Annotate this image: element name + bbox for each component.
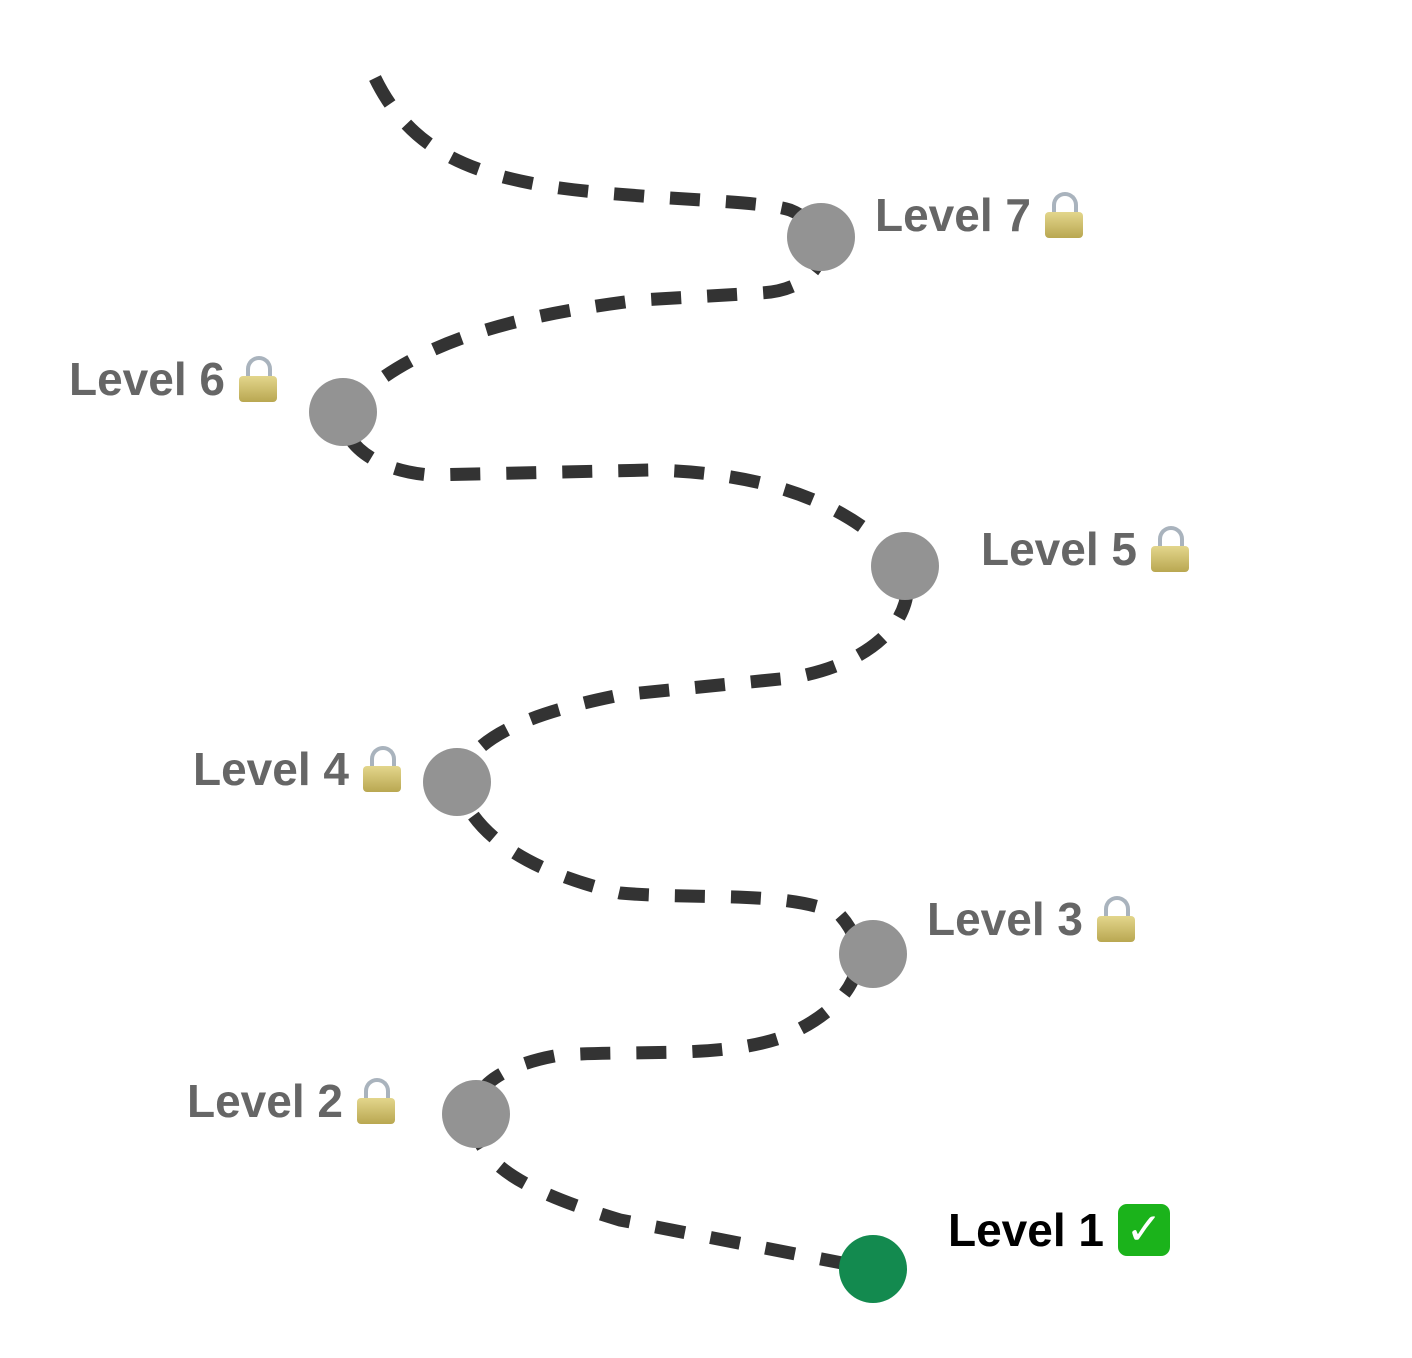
- lock-icon: [1151, 526, 1189, 572]
- level-1-label[interactable]: Level 1 ✓: [948, 1204, 1170, 1256]
- level-1-text: Level 1: [948, 1204, 1104, 1256]
- lock-icon: [363, 746, 401, 792]
- level-5-text: Level 5: [981, 523, 1137, 575]
- level-3-label[interactable]: Level 3: [927, 896, 1135, 942]
- level-2-node[interactable]: [442, 1080, 510, 1148]
- level-7-label[interactable]: Level 7: [875, 192, 1083, 238]
- level-5-label[interactable]: Level 5: [981, 526, 1189, 572]
- level-5-node[interactable]: [871, 532, 939, 600]
- level-6-text: Level 6: [69, 353, 225, 405]
- lock-icon: [239, 356, 277, 402]
- level-6-label[interactable]: Level 6: [69, 356, 277, 402]
- check-mark-icon: ✓: [1118, 1204, 1170, 1256]
- lock-icon: [357, 1078, 395, 1124]
- level-4-label[interactable]: Level 4: [193, 746, 401, 792]
- level-7-text: Level 7: [875, 189, 1031, 241]
- level-path: [336, 75, 915, 1276]
- level-3-node[interactable]: [839, 920, 907, 988]
- level-2-label[interactable]: Level 2: [187, 1078, 395, 1124]
- level-7-node[interactable]: [787, 203, 855, 271]
- lock-icon: [1097, 896, 1135, 942]
- level-3-text: Level 3: [927, 893, 1083, 945]
- level-1-node[interactable]: [839, 1235, 907, 1303]
- lock-icon: [1045, 192, 1083, 238]
- level-2-text: Level 2: [187, 1075, 343, 1127]
- level-4-node[interactable]: [423, 748, 491, 816]
- level-4-text: Level 4: [193, 743, 349, 795]
- level-6-node[interactable]: [309, 378, 377, 446]
